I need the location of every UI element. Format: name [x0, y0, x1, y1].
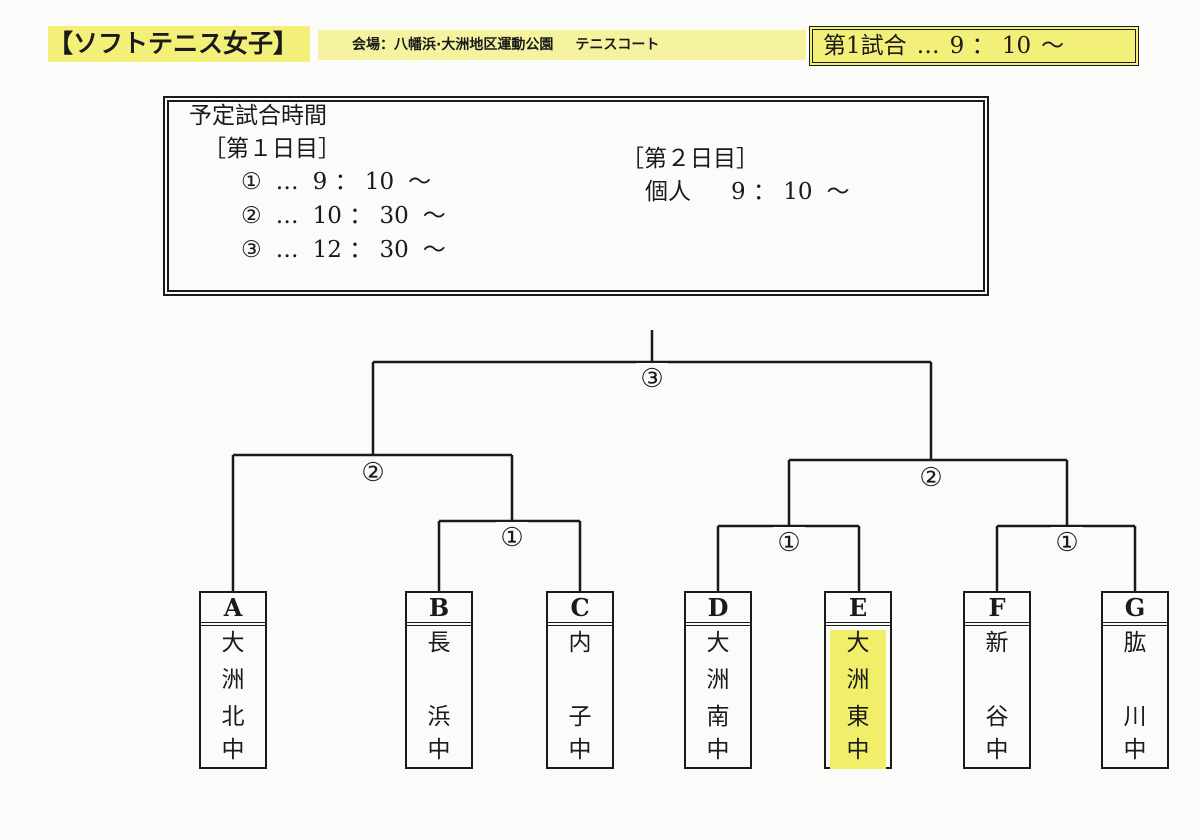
- team-letter: C: [548, 593, 612, 626]
- team-letter: F: [965, 593, 1029, 626]
- team-box-e: E 大 洲 東 中: [824, 591, 892, 769]
- day2-row-1: 個人 9 ： 10 ～: [645, 178, 850, 206]
- team-char: 洲: [221, 667, 245, 693]
- schedule-heading: 予定試合時間: [189, 103, 327, 129]
- team-char: 中: [221, 737, 245, 763]
- team-box-c: C 内 子 中: [546, 591, 614, 769]
- team-letter: G: [1103, 593, 1167, 626]
- venue-label: 会場：八幡浜·大洲地区運動公園: [352, 37, 554, 53]
- team-char: 中: [1123, 737, 1147, 763]
- team-char: 大: [706, 630, 730, 656]
- first-match-dots: …: [916, 33, 940, 59]
- day1-label: ［第１日目］: [203, 136, 341, 162]
- day2-label: ［第２日目］: [621, 146, 759, 172]
- team-char: 中: [568, 737, 592, 763]
- first-match-box: 第1試合 … 9 ： 10 ～: [809, 26, 1139, 66]
- team-name: 新 谷 中: [965, 626, 1029, 769]
- event-name: 個人: [645, 179, 691, 205]
- first-match-label: 第1試合: [823, 33, 907, 59]
- team-char: 川: [1123, 704, 1147, 730]
- dots: …: [275, 203, 299, 229]
- qf-fg-round-label: ①: [1051, 527, 1083, 559]
- team-char: 内: [568, 630, 592, 656]
- tilde: ～: [408, 169, 432, 195]
- team-letter: D: [686, 593, 750, 626]
- team-char: 中: [427, 737, 451, 763]
- team-char: 新: [985, 630, 1009, 656]
- dots: …: [275, 237, 299, 263]
- team-name: 長 浜 中: [407, 626, 471, 769]
- dots: …: [275, 169, 299, 195]
- semi-right-round-label: ②: [915, 462, 947, 494]
- qf-bc-round-label: ①: [496, 522, 528, 554]
- venue-info: 会場：八幡浜·大洲地区運動公園 テニスコート: [318, 30, 806, 60]
- team-char: 谷: [985, 704, 1009, 730]
- team-box-b: B 長 浜 中: [405, 591, 473, 769]
- team-char: 南: [706, 704, 730, 730]
- tilde: ～: [422, 237, 446, 263]
- first-match-time: 9 ： 10: [949, 33, 1032, 59]
- day1-row-1: ① … 9 ： 10 ～: [241, 168, 431, 196]
- team-char: 中: [846, 737, 870, 763]
- team-char: 長: [427, 630, 451, 656]
- team-char: 大: [221, 630, 245, 656]
- team-name: 肱 川 中: [1103, 626, 1167, 769]
- team-char: 浜: [427, 704, 451, 730]
- team-char: 肱: [1123, 630, 1147, 656]
- team-name: 大 洲 北 中: [201, 626, 265, 769]
- team-letter: A: [201, 593, 265, 626]
- round-number: ③: [241, 237, 262, 263]
- day1-row-3: ③ … 12 ： 30 ～: [241, 236, 446, 264]
- round-number: ②: [241, 203, 262, 229]
- team-char: 洲: [846, 667, 870, 693]
- schedule-box: 予定試合時間 ［第１日目］ ① … 9 ： 10 ～ ② … 10 ： 30 ～ ③ … 12 …: [163, 96, 989, 296]
- time: 9 ： 10: [731, 179, 813, 205]
- team-char: 洲: [706, 667, 730, 693]
- event-title: 【ソフトテニス女子】: [48, 26, 310, 62]
- team-name-highlighted: 大 洲 東 中: [826, 626, 890, 769]
- court-label: テニスコート: [575, 37, 660, 53]
- time: 10 ： 30: [312, 203, 409, 229]
- team-box-a: A 大 洲 北 中: [199, 591, 267, 769]
- round-number: ①: [241, 169, 262, 195]
- day1-row-2: ② … 10 ： 30 ～: [241, 202, 446, 230]
- team-letter: B: [407, 593, 471, 626]
- team-char: 北: [221, 704, 245, 730]
- qf-de-round-label: ①: [773, 527, 805, 559]
- first-match-tilde: ～: [1041, 33, 1065, 59]
- team-name: 内 子 中: [548, 626, 612, 769]
- team-box-d: D 大 洲 南 中: [684, 591, 752, 769]
- semi-left-round-label: ②: [357, 457, 389, 489]
- time: 9 ： 10: [312, 169, 395, 195]
- team-name: 大 洲 南 中: [686, 626, 750, 769]
- team-char: 中: [706, 737, 730, 763]
- team-char: 中: [985, 737, 1009, 763]
- tilde: ～: [826, 179, 850, 205]
- team-char: 東: [846, 704, 870, 730]
- final-round-label: ③: [636, 363, 668, 395]
- team-box-f: F 新 谷 中: [963, 591, 1031, 769]
- time: 12 ： 30: [312, 237, 409, 263]
- team-char: 大: [846, 630, 870, 656]
- team-char: 子: [568, 704, 592, 730]
- team-box-g: G 肱 川 中: [1101, 591, 1169, 769]
- team-letter: E: [826, 593, 890, 626]
- tilde: ～: [422, 203, 446, 229]
